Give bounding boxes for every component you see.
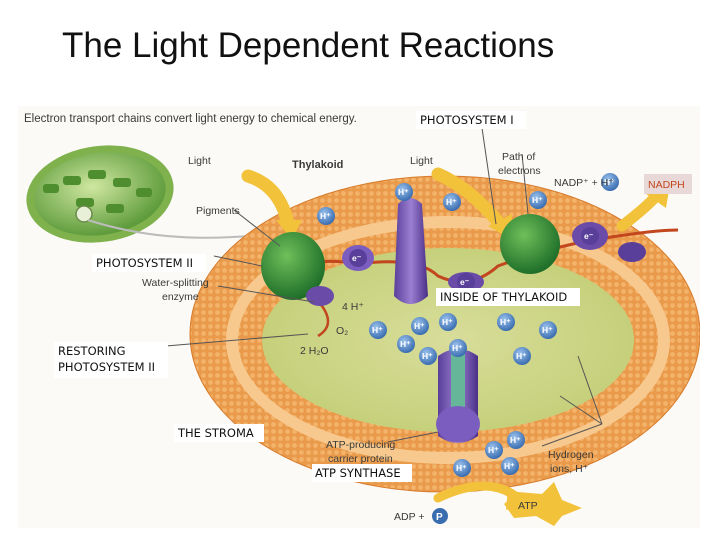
- atp-carrier-label-2: carrier protein: [328, 453, 393, 465]
- h-ion: H⁺: [456, 463, 467, 473]
- electron: e⁻: [352, 253, 362, 263]
- hydrogen-ions-label-2: ions, H⁺: [550, 463, 589, 475]
- h-ion: H⁺: [446, 197, 457, 207]
- four-h-label: 4 H⁺: [342, 301, 364, 313]
- h-ion: H⁺: [320, 211, 331, 221]
- atp-carrier-label-1: ATP-producing: [326, 439, 395, 451]
- light-label-right: Light: [410, 155, 433, 167]
- atp-label: ATP: [518, 500, 538, 512]
- h-ion: H⁺: [542, 325, 553, 335]
- h-ion: H⁺: [422, 351, 433, 361]
- h-ion: H⁺: [488, 445, 499, 455]
- h-ion: H⁺: [510, 435, 521, 445]
- stroma-callout: THE STROMA: [177, 426, 254, 440]
- photosystem-ii-callout-bg: [92, 254, 206, 272]
- restoring-callout-2: PHOTOSYSTEM II: [58, 360, 155, 374]
- electron: e⁻: [584, 231, 594, 241]
- thylakoid-diagram: Electron transport chains convert light …: [18, 106, 700, 528]
- inside-thylakoid-callout: INSIDE OF THYLAKOID: [440, 290, 567, 304]
- thylakoid-label: Thylakoid: [292, 159, 343, 171]
- path-of-electrons-label-1: Path of: [502, 151, 535, 163]
- nadph-label: NADPH: [648, 179, 685, 191]
- h-ion: H⁺: [372, 325, 383, 335]
- h-ion: H⁺: [452, 343, 463, 353]
- h-ion: H⁺: [504, 461, 515, 471]
- atp-burst: [504, 482, 582, 526]
- hydrogen-ions: H⁺ H⁺ H⁺ H⁺ H⁺ H⁺ H⁺ H⁺ H⁺ H⁺ H⁺ H⁺ H⁺ H…: [317, 173, 619, 477]
- hydrogen-ions-label-1: Hydrogen: [548, 449, 594, 461]
- atp-synthase-callout: ATP SYNTHASE: [315, 466, 401, 480]
- photosystem-i-complex: [500, 214, 560, 274]
- electron: e⁻: [460, 277, 470, 287]
- water-splitting-label-2: enzyme: [162, 291, 199, 303]
- photosystem-ii-complex: [261, 232, 334, 306]
- h-ion: H⁺: [604, 177, 615, 187]
- atp-synthase-callout-bg: [312, 464, 412, 482]
- h-ion: H⁺: [400, 339, 411, 349]
- photosystem-i-callout-bg: [416, 111, 526, 129]
- adp-label: ADP +: [394, 511, 424, 523]
- photosystem-ii-callout: PHOTOSYSTEM II: [96, 256, 193, 270]
- inside-thylakoid-callout-bg: [436, 288, 580, 306]
- h-ion: H⁺: [414, 321, 425, 331]
- h-ion: H⁺: [516, 351, 527, 361]
- light-label-left: Light: [188, 155, 211, 167]
- figure-caption: Electron transport chains convert light …: [24, 113, 357, 125]
- h-ion: H⁺: [398, 187, 409, 197]
- cytochrome-complex: [394, 198, 428, 304]
- electrons: e⁻ e⁻ e⁻: [349, 227, 599, 291]
- phosphate-circle: [432, 508, 448, 524]
- leader-lines: [165, 127, 603, 447]
- chloroplast-illustration: [26, 145, 269, 243]
- nadp-reductase: [618, 242, 646, 262]
- light-arrow-left: [241, 169, 302, 240]
- photosystem-i-callout: PHOTOSYSTEM I: [420, 113, 514, 127]
- path-of-electrons-label-2: electrons: [498, 165, 541, 177]
- water-label: 2 H₂O: [300, 345, 329, 357]
- stroma-callout-bg: [174, 424, 264, 442]
- phosphate-label: P: [436, 512, 443, 523]
- slide-title: The Light Dependent Reactions: [62, 26, 555, 65]
- pigments-label: Pigments: [196, 205, 240, 217]
- water-splitting-label-1: Water-splitting: [142, 277, 209, 289]
- o2-label: O₂: [336, 325, 348, 337]
- restoring-callout-1: RESTORING: [58, 344, 126, 358]
- h-ion: H⁺: [500, 317, 511, 327]
- nadph-box: [644, 174, 692, 194]
- restoring-callout-bg: [54, 342, 168, 378]
- atp-synthase-complex: [436, 349, 480, 443]
- h-ion: H⁺: [532, 195, 543, 205]
- nadp-label: NADP⁺ + H⁺: [554, 177, 614, 189]
- h-ion: H⁺: [442, 317, 453, 327]
